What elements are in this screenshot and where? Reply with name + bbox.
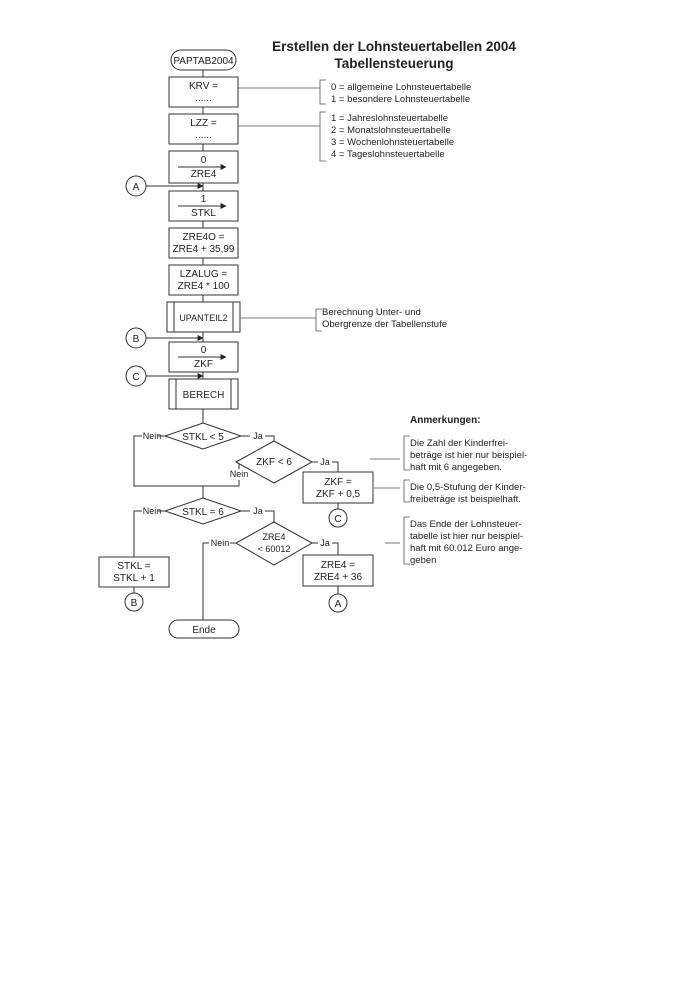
svg-text:STKL < 5: STKL < 5 <box>182 432 224 443</box>
svg-text:B: B <box>131 598 138 609</box>
svg-text:0: 0 <box>201 345 207 356</box>
end-terminator: Ende <box>168 619 240 639</box>
remark-1-line-2: beträge ist hier nur beispiel- <box>410 450 527 461</box>
remark-3-line-2: tabelle ist hier nur beispiel- <box>410 531 523 542</box>
note-lzz-4: 4 = Tageslohnsteuertabelle <box>331 149 445 160</box>
connector-a-entry: A <box>125 175 147 197</box>
remark-3-line-1: Das Ende der Lohnsteuer- <box>410 519 521 530</box>
svg-text:UPANTEIL2: UPANTEIL2 <box>179 313 227 323</box>
note-upanteil-0: Berechnung Unter- und <box>322 307 421 318</box>
svg-text:A: A <box>133 182 140 193</box>
svg-text:ZKF: ZKF <box>194 359 213 370</box>
note-lzz-2: 2 = Monatslohnsteuertabelle <box>331 125 451 136</box>
decision-stkl-eq-6: STKL = 6 <box>163 497 243 525</box>
krv-box: KRV = ...... <box>168 76 239 108</box>
connector-c-entry: C <box>125 365 147 387</box>
svg-text:C: C <box>334 514 341 525</box>
note-upanteil-1: Obergrenze der Tabellenstufe <box>322 319 447 330</box>
svg-text:STKL + 1: STKL + 1 <box>113 573 155 584</box>
svg-text:STKL = 6: STKL = 6 <box>182 507 224 518</box>
upanteil-subroutine: UPANTEIL2 <box>166 301 241 333</box>
svg-text:1: 1 <box>201 194 207 205</box>
svg-text:ZRE4: ZRE4 <box>262 532 285 542</box>
remark-3-line-4: geben <box>410 555 436 566</box>
start-terminator: PAPTAB2004 <box>170 49 237 71</box>
svg-text:ZRE4 + 35,99: ZRE4 + 35,99 <box>173 244 235 255</box>
lzz-box: LZZ = ...... <box>168 113 239 145</box>
label-ja: Ja <box>320 457 330 467</box>
svg-text:< 60012: < 60012 <box>258 544 291 554</box>
svg-text:BERECH: BERECH <box>183 390 225 401</box>
remark-1-line-3: haft mit 6 angegeben. <box>410 462 502 473</box>
svg-text:LZZ =: LZZ = <box>190 118 217 129</box>
label-ja: Ja <box>253 431 263 441</box>
svg-text:KRV =: KRV = <box>189 81 218 92</box>
svg-text:ZKF + 0,5: ZKF + 0,5 <box>316 489 361 500</box>
svg-text:PAPTAB2004: PAPTAB2004 <box>173 56 234 67</box>
stkl-increment-box: STKL = STKL + 1 <box>98 556 170 588</box>
label-ja: Ja <box>253 506 263 516</box>
svg-text:0: 0 <box>201 155 207 166</box>
svg-text:ZRE4: ZRE4 <box>191 169 217 180</box>
note-krv-1: 1 = besondere Lohnsteuertabelle <box>331 94 470 105</box>
svg-text:A: A <box>335 599 342 610</box>
svg-text:......: ...... <box>195 93 212 104</box>
connector-c-exit: C <box>328 508 348 528</box>
page-subtitle: Tabellensteuerung <box>334 56 453 71</box>
note-krv-0: 0 = allgemeine Lohnsteuertabelle <box>331 82 471 93</box>
decision-zre4-lt-60012: ZRE4 < 60012 <box>234 521 314 566</box>
stkl-init-box: 1 STKL <box>168 190 239 222</box>
svg-text:Ende: Ende <box>192 625 216 636</box>
decision-stkl-lt-5: STKL < 5 <box>163 422 243 450</box>
svg-text:ZKF =: ZKF = <box>324 477 352 488</box>
label-ja: Ja <box>320 538 330 548</box>
svg-text:ZRE4 + 36: ZRE4 + 36 <box>314 572 363 583</box>
svg-text:ZKF < 6: ZKF < 6 <box>256 457 292 468</box>
remark-2-line-1: Die 0,5-Stufung der Kinder- <box>410 482 526 493</box>
berech-subroutine: BERECH <box>168 378 239 410</box>
connector-a-exit: A <box>328 593 348 613</box>
svg-text:B: B <box>133 334 140 345</box>
svg-text:ZRE4 * 100: ZRE4 * 100 <box>178 281 230 292</box>
svg-text:ZRE4O =: ZRE4O = <box>183 232 225 243</box>
svg-text:LZALUG =: LZALUG = <box>180 269 228 280</box>
remarks-heading: Anmerkungen: <box>410 415 481 426</box>
svg-text:C: C <box>132 372 139 383</box>
remark-2-line-2: freibeträge ist beispielhaft. <box>410 494 521 505</box>
label-nein: Nein <box>143 431 162 441</box>
zre4-increment-box: ZRE4 = ZRE4 + 36 <box>302 554 374 587</box>
label-nein: Nein <box>230 469 249 479</box>
label-nein: Nein <box>211 538 230 548</box>
zkf-increment-box: ZKF = ZKF + 0,5 <box>302 471 374 504</box>
note-lzz-3: 3 = Wochenlohnsteuertabelle <box>331 137 454 148</box>
label-nein: Nein <box>143 506 162 516</box>
lzalug-box: LZALUG = ZRE4 * 100 <box>168 264 239 296</box>
decision-zkf-lt-6: ZKF < 6 <box>234 440 314 484</box>
page-title: Erstellen der Lohnsteuertabellen 2004 <box>272 39 516 54</box>
svg-text:......: ...... <box>195 130 212 141</box>
connector-b-exit: B <box>124 592 144 612</box>
zre4-init-box: 0 ZRE4 <box>168 150 239 184</box>
remark-3-line-3: haft mit 60.012 Euro ange- <box>410 543 523 554</box>
connector-b-entry: B <box>125 327 147 349</box>
svg-text:STKL =: STKL = <box>117 561 150 572</box>
note-lzz-1: 1 = Jahreslohnsteuertabelle <box>331 113 448 124</box>
remark-1-line-1: Die Zahl der Kinderfrei- <box>410 438 508 449</box>
zkf-init-box: 0 ZKF <box>168 341 239 373</box>
zre4o-box: ZRE4O = ZRE4 + 35,99 <box>168 227 239 259</box>
svg-text:STKL: STKL <box>191 208 216 219</box>
svg-text:ZRE4 =: ZRE4 = <box>321 560 355 571</box>
